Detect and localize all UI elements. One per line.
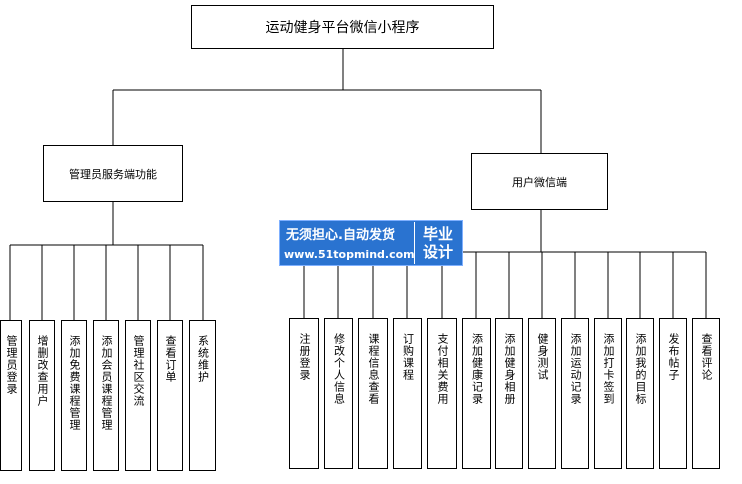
admin-child-label: 添加免费课程管理 xyxy=(68,335,81,431)
user-child-node: 支付相关费用 xyxy=(427,318,457,469)
user-branch-label: 用户微信端 xyxy=(512,175,567,189)
watermark-banner: 无须担心.自动发货 www.51topmind.com 毕业 设计 xyxy=(279,220,463,266)
watermark-badge-top: 毕业 xyxy=(422,225,453,243)
user-child-label: 修改个人信息 xyxy=(332,333,346,405)
admin-child-label: 管理社区交流 xyxy=(132,335,145,407)
admin-child-label: 添加会员课程管理 xyxy=(100,335,113,431)
user-child-label: 添加我的目标 xyxy=(634,333,647,405)
user-child-node: 添加健身相册 xyxy=(495,318,523,469)
user-child-node: 课程信息查看 xyxy=(358,318,388,469)
watermark-slogan: 无须担心.自动发货 xyxy=(286,228,395,243)
user-child-label: 查看评论 xyxy=(700,333,713,381)
user-child-label: 课程信息查看 xyxy=(367,333,380,405)
admin-child-node: 增删改查用户 xyxy=(29,320,55,471)
user-child-label: 添加健身相册 xyxy=(503,333,516,405)
admin-child-node: 管理社区交流 xyxy=(125,320,151,471)
admin-child-node: 添加会员课程管理 xyxy=(93,320,119,471)
admin-branch-label: 管理员服务端功能 xyxy=(69,167,157,181)
admin-child-node: 查看订单 xyxy=(157,320,183,471)
user-branch-node: 用户微信端 xyxy=(471,153,608,210)
user-child-label: 注册登录 xyxy=(298,333,311,381)
user-child-node: 添加健康记录 xyxy=(462,318,491,469)
watermark-badge: 毕业 设计 xyxy=(414,222,461,264)
user-child-node: 修改个人信息 xyxy=(324,318,353,469)
admin-branch-node: 管理员服务端功能 xyxy=(43,145,183,202)
user-child-node: 健身测试 xyxy=(528,318,556,469)
root-node-label: 运动健身平台微信小程序 xyxy=(265,20,420,36)
user-child-label: 添加健康记录 xyxy=(470,333,484,405)
user-child-node: 查看评论 xyxy=(692,318,720,469)
root-node: 运动健身平台微信小程序 xyxy=(191,5,494,49)
user-child-label: 添加运动记录 xyxy=(569,333,582,405)
watermark-url: www.51topmind.com xyxy=(284,248,415,261)
admin-child-node: 系统维护 xyxy=(189,320,216,471)
admin-child-label: 系统维护 xyxy=(196,335,210,383)
user-child-node: 添加运动记录 xyxy=(561,318,589,469)
user-child-node: 订购课程 xyxy=(393,318,422,469)
admin-child-node: 管理员登录 xyxy=(0,320,22,471)
admin-child-node: 添加免费课程管理 xyxy=(61,320,87,471)
user-child-node: 添加我的目标 xyxy=(626,318,654,469)
user-child-label: 支付相关费用 xyxy=(436,333,449,405)
user-child-label: 订购课程 xyxy=(401,333,415,381)
user-child-node: 注册登录 xyxy=(289,318,319,469)
user-child-label: 发布帖子 xyxy=(667,333,680,381)
watermark-badge-bottom: 设计 xyxy=(422,243,453,261)
user-child-node: 发布帖子 xyxy=(659,318,687,469)
admin-child-label: 增删改查用户 xyxy=(36,335,49,407)
admin-child-label: 查看订单 xyxy=(164,335,177,383)
user-child-node: 添加打卡签到 xyxy=(594,318,622,469)
user-child-label: 健身测试 xyxy=(536,333,549,381)
admin-child-label: 管理员登录 xyxy=(5,335,18,395)
user-child-label: 添加打卡签到 xyxy=(602,333,615,405)
